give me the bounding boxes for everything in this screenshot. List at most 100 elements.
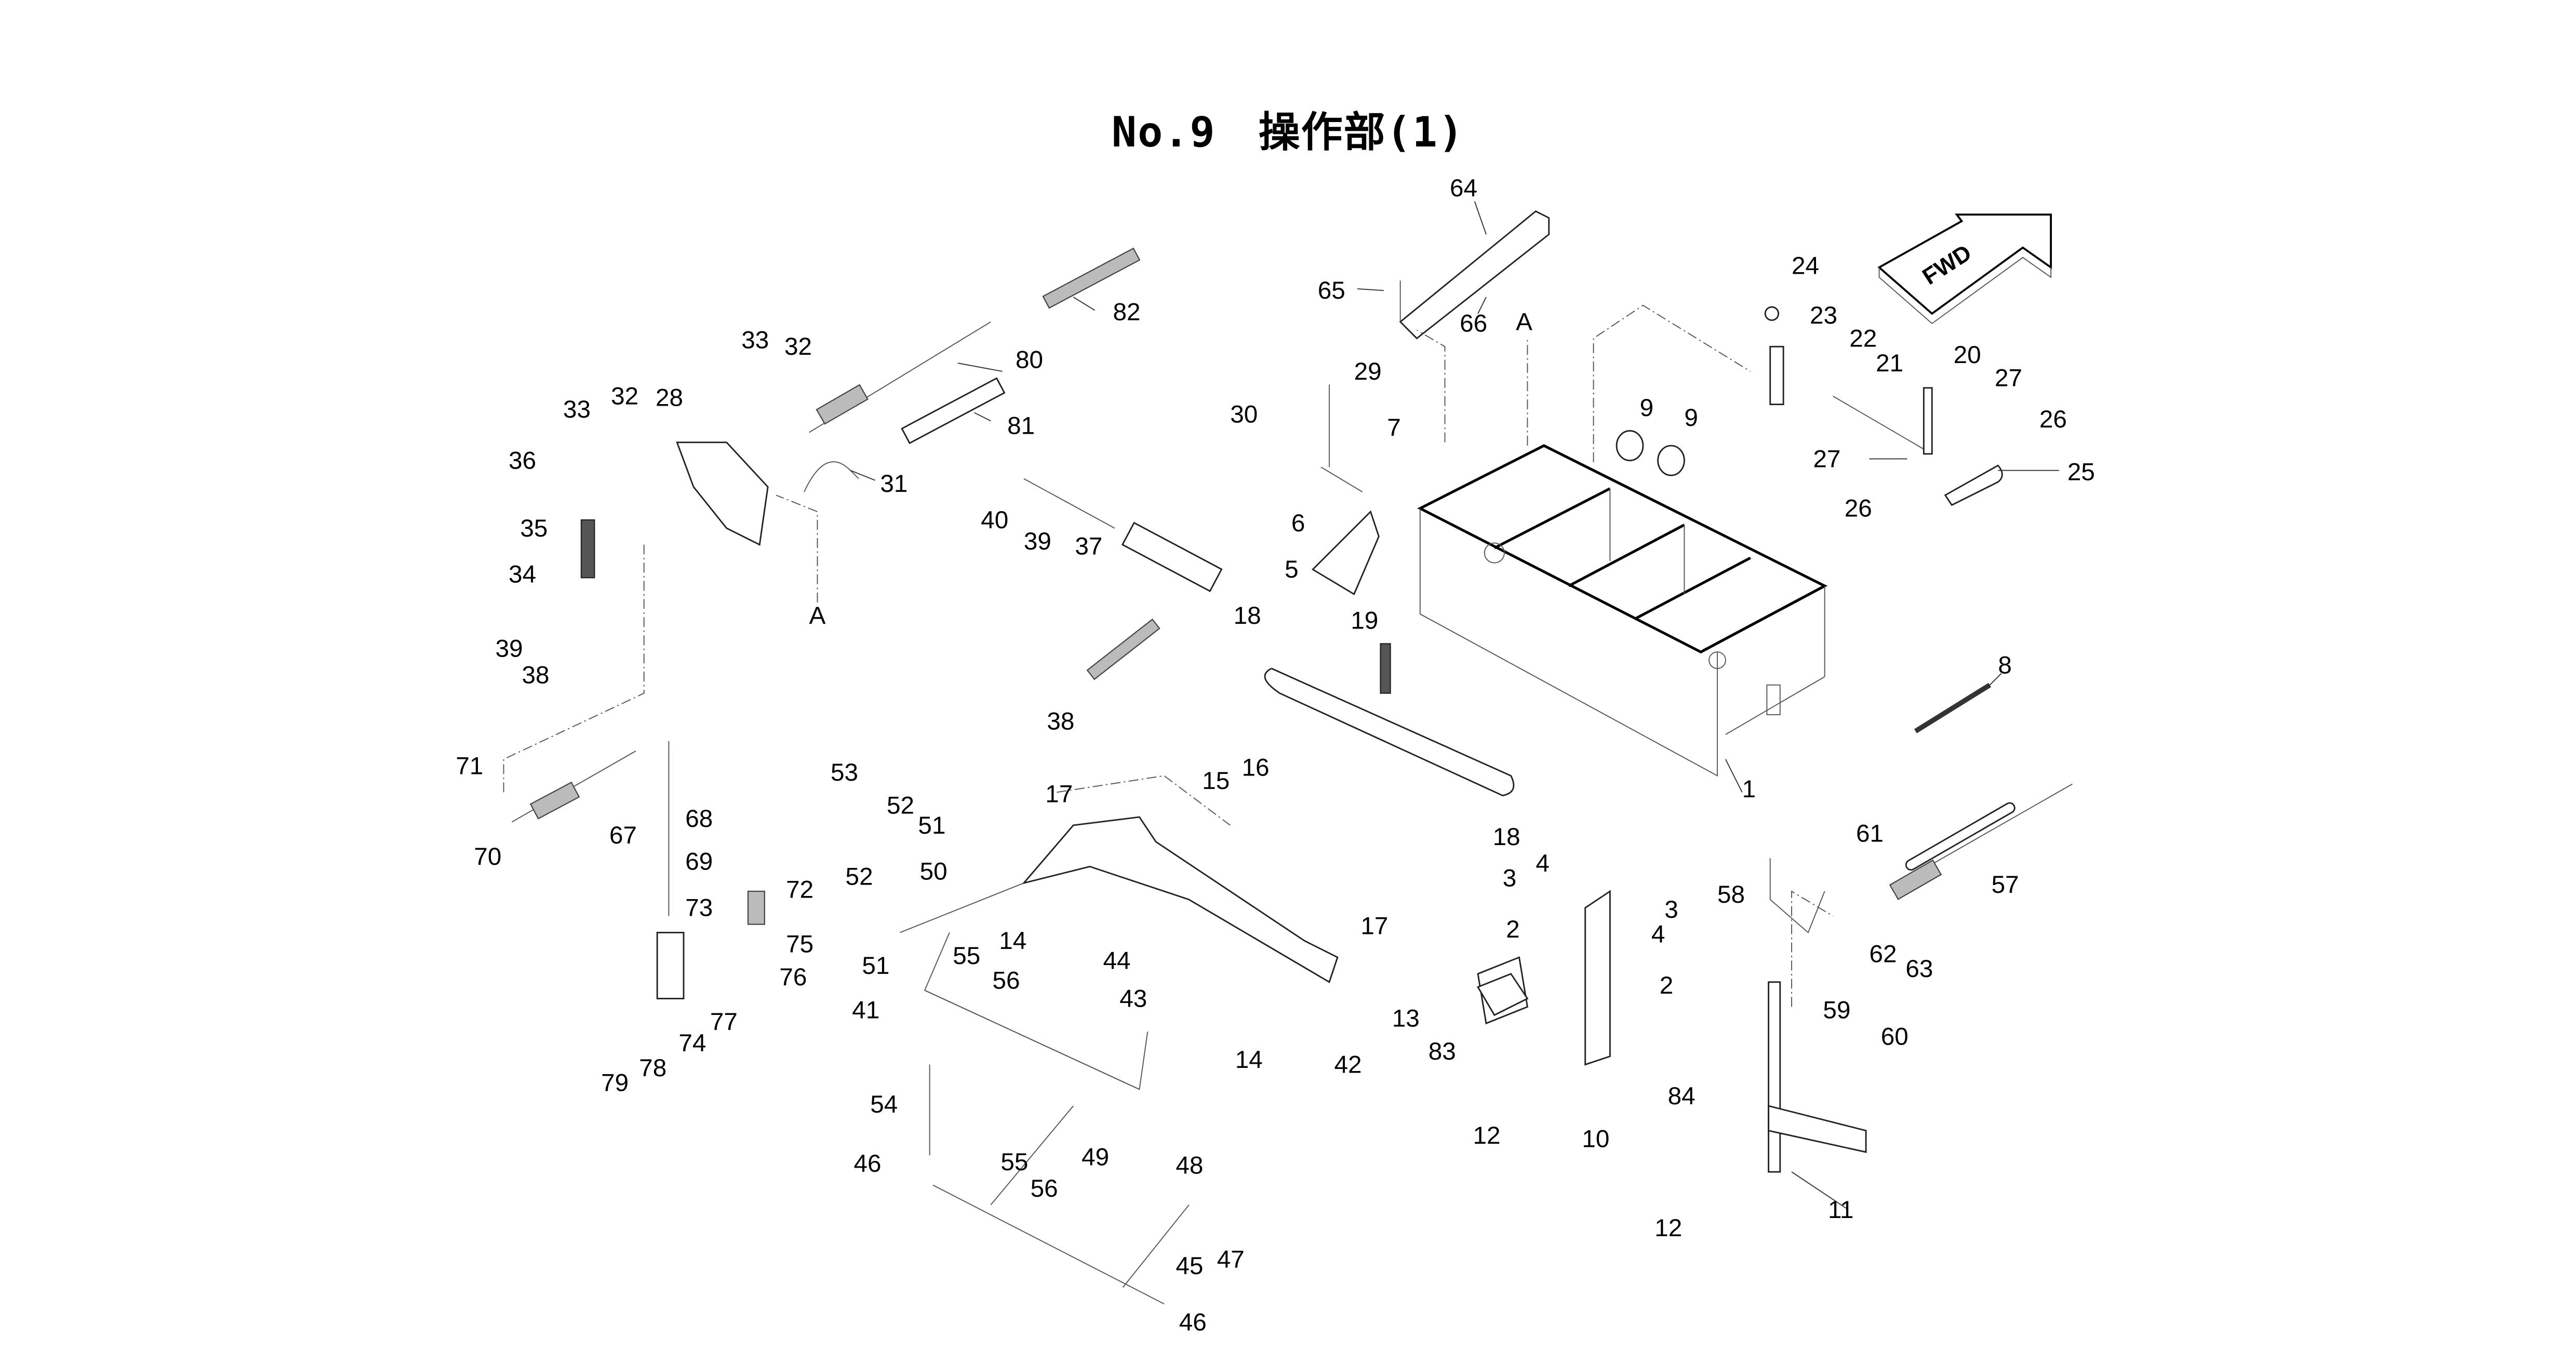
phantom-lines [503, 304, 1834, 1007]
part-label-4: 4 [1536, 850, 1550, 877]
part-label-21: 21 [1876, 350, 1903, 377]
part-label-11: 11 [1828, 1196, 1853, 1224]
forward-arrow-icon: FWD [1877, 213, 2052, 325]
part-label-75: 75 [786, 931, 813, 958]
part-label-35: 35 [520, 515, 548, 542]
part-label-82: 82 [1113, 298, 1141, 326]
part-label-38: 38 [1047, 708, 1074, 735]
part-label-43: 43 [1119, 985, 1147, 1012]
part-label-67: 67 [609, 822, 637, 849]
part-label-19: 19 [1351, 607, 1378, 635]
part-label-6: 6 [1291, 510, 1305, 537]
part-label-18: 18 [1234, 602, 1261, 630]
part-label-45: 45 [1176, 1252, 1203, 1280]
part-label-24: 24 [1792, 252, 1819, 280]
part-label-81: 81 [1007, 412, 1035, 440]
part-label-9: 9 [1684, 404, 1698, 432]
part-label-80: 80 [1016, 346, 1043, 374]
part-label-59: 59 [1823, 997, 1850, 1024]
part-label-76: 76 [779, 963, 807, 991]
part-label-61: 61 [1856, 820, 1884, 848]
part-label-49: 49 [1082, 1143, 1109, 1171]
part-label-34: 34 [509, 561, 536, 588]
part-label-48: 48 [1176, 1152, 1203, 1179]
part-label-55: 55 [1000, 1148, 1028, 1176]
part-label-25: 25 [2067, 459, 2095, 486]
part-label-9: 9 [1640, 394, 1654, 422]
part-label-63: 63 [1905, 955, 1933, 983]
part-label-27: 27 [1995, 365, 2022, 392]
part-label-46: 46 [853, 1150, 881, 1177]
part-label-17: 17 [1045, 780, 1073, 808]
part-label-14: 14 [999, 927, 1026, 955]
part-label-4: 4 [1651, 921, 1665, 948]
part-label-3: 3 [1503, 864, 1517, 892]
part-label-37: 37 [1075, 533, 1102, 560]
part-label-51: 51 [918, 812, 945, 839]
part-label-31: 31 [880, 470, 907, 498]
part-label-33: 33 [563, 396, 591, 423]
part-label-64: 64 [1450, 175, 1477, 202]
main-frame-part-1 [1417, 444, 1828, 777]
part-label-52: 52 [846, 863, 873, 890]
part-label-55: 55 [953, 942, 980, 970]
part-label-78: 78 [639, 1054, 666, 1082]
part-label-39: 39 [1024, 528, 1051, 555]
part-label-38: 38 [522, 662, 550, 689]
part-label-5: 5 [1285, 556, 1299, 583]
part-label-65: 65 [1318, 277, 1345, 304]
part-label-68: 68 [685, 805, 713, 833]
part-label-10: 10 [1582, 1126, 1609, 1153]
part-label-1: 1 [1742, 775, 1756, 803]
part-label-22: 22 [1849, 325, 1877, 352]
part-shapes [511, 210, 2073, 1305]
part-label-57: 57 [1992, 871, 2019, 899]
part-label-73: 73 [685, 894, 713, 922]
part-label-70: 70 [474, 843, 501, 871]
part-label-8: 8 [1998, 652, 2012, 679]
part-label-36: 36 [509, 447, 536, 474]
part-label-79: 79 [601, 1069, 629, 1097]
part-labels: 1 2 2 3 3 4 4 5 6 7 8 9 9 10 11 12 12 13… [456, 175, 2095, 1336]
part-label-17: 17 [1360, 913, 1388, 940]
part-label-39: 39 [496, 635, 523, 663]
part-label-83: 83 [1429, 1038, 1456, 1065]
reference-mark-a: A [1516, 309, 1532, 336]
part-label-53: 53 [831, 759, 858, 786]
part-label-28: 28 [656, 384, 683, 412]
part-label-13: 13 [1392, 1005, 1420, 1033]
part-label-33: 33 [741, 327, 769, 354]
reference-mark-a: A [809, 602, 826, 630]
part-label-46: 46 [1179, 1308, 1207, 1336]
part-label-47: 47 [1217, 1246, 1245, 1274]
part-label-71: 71 [456, 752, 483, 780]
part-label-32: 32 [611, 383, 638, 410]
part-label-77: 77 [710, 1008, 738, 1036]
part-label-52: 52 [887, 792, 914, 820]
part-label-27: 27 [1813, 445, 1840, 473]
part-label-50: 50 [920, 858, 947, 886]
part-label-60: 60 [1881, 1023, 1908, 1051]
part-label-51: 51 [862, 952, 889, 980]
part-label-42: 42 [1334, 1051, 1362, 1079]
part-label-56: 56 [992, 967, 1020, 994]
part-label-40: 40 [981, 506, 1008, 534]
part-label-69: 69 [685, 848, 713, 876]
part-label-7: 7 [1387, 414, 1401, 441]
part-label-62: 62 [1869, 941, 1897, 968]
part-label-66: 66 [1460, 310, 1487, 338]
page-title: No.9 操作部(1) [1111, 108, 1465, 156]
part-label-16: 16 [1242, 754, 1269, 782]
part-label-26: 26 [2039, 406, 2067, 433]
part-label-12: 12 [1654, 1214, 1682, 1242]
part-label-58: 58 [1717, 881, 1745, 908]
part-label-26: 26 [1845, 495, 1872, 523]
part-label-72: 72 [786, 876, 813, 904]
part-label-2: 2 [1506, 916, 1520, 943]
part-label-54: 54 [870, 1091, 898, 1118]
leader-lines [850, 201, 2060, 1209]
part-label-18: 18 [1493, 823, 1520, 851]
part-label-15: 15 [1202, 767, 1230, 795]
part-label-12: 12 [1473, 1122, 1501, 1149]
